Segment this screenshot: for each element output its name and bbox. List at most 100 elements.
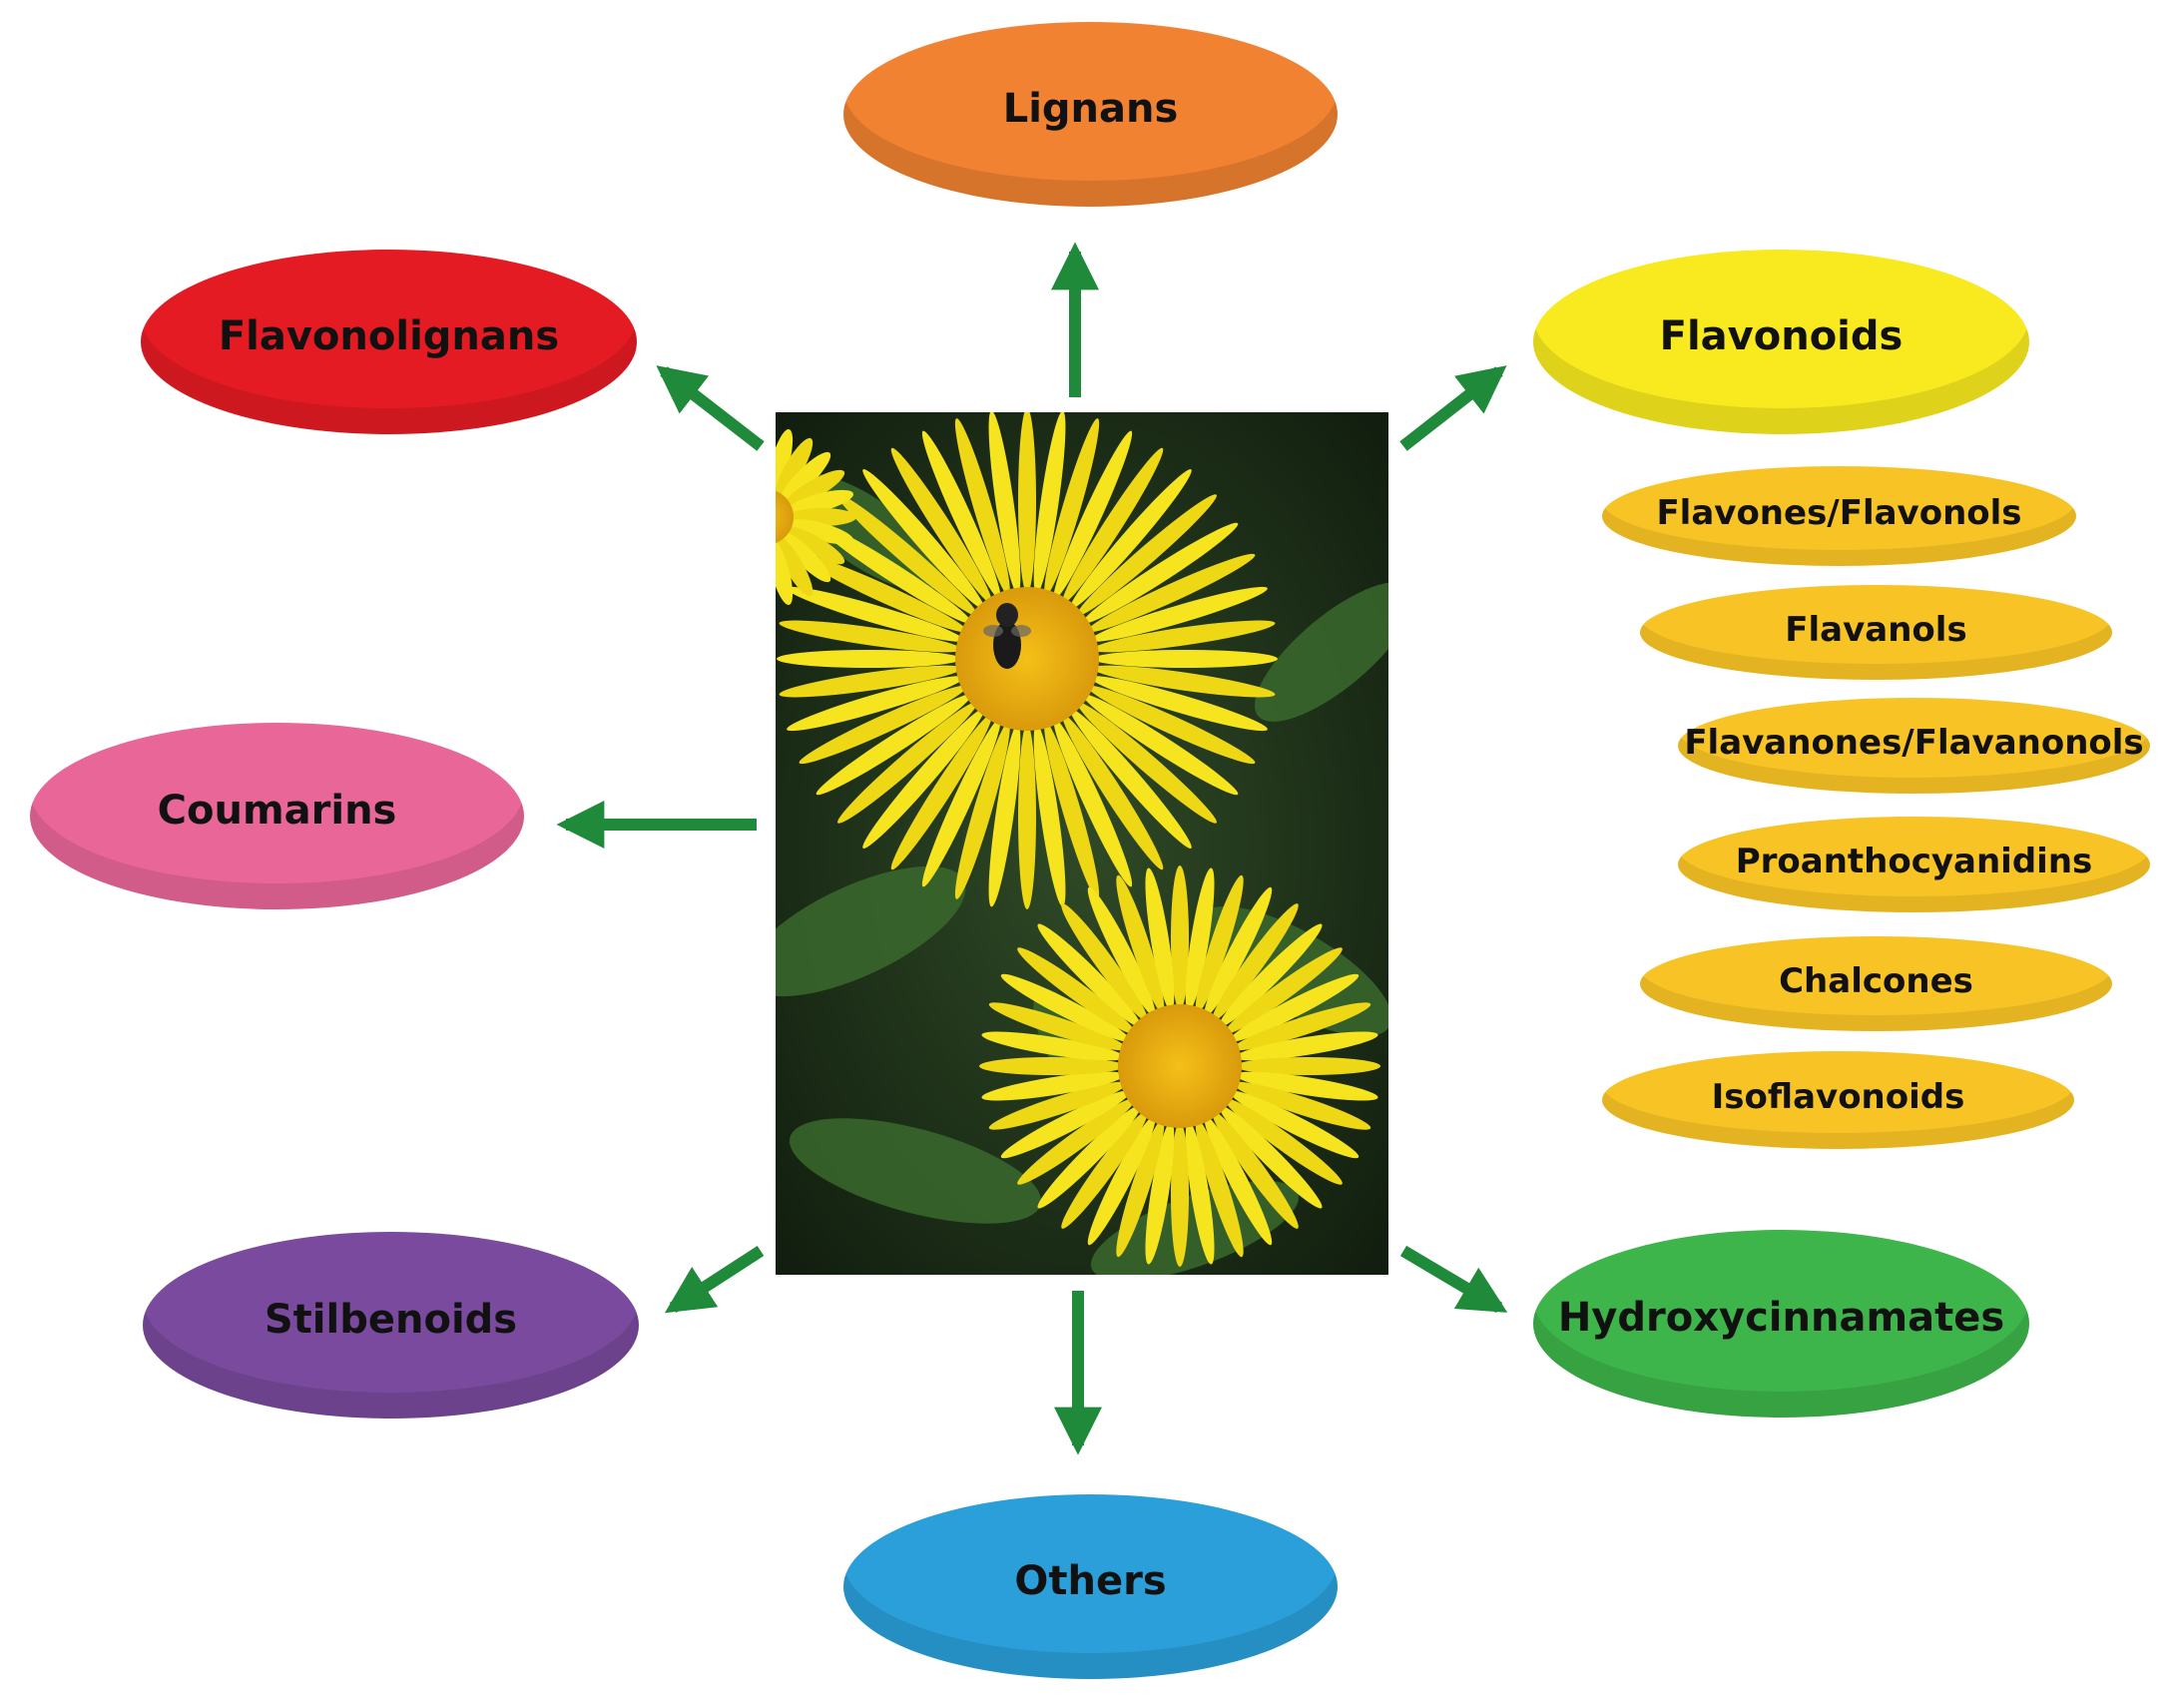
petal (776, 437, 814, 499)
petal (1225, 1098, 1343, 1185)
petal (1233, 1002, 1371, 1051)
subclass-label: Flavones/Flavonols (1656, 493, 2022, 533)
petal (799, 685, 968, 765)
petal (1195, 874, 1244, 1013)
petal (981, 1071, 1125, 1101)
subclass-label: Chalcones (1779, 960, 1973, 1001)
subclass-proanthocyanidins: Proanthocyanidins (1678, 817, 2150, 912)
petal (1092, 665, 1276, 698)
petal (921, 718, 1001, 887)
petal (1082, 694, 1239, 796)
petal (890, 447, 992, 604)
lignans-label: Lignans (1002, 85, 1179, 132)
subclass-label: Isoflavonoids (1711, 1077, 1965, 1117)
petal (988, 412, 1021, 594)
arrow-to-hydroxycinnamates (1399, 1245, 1508, 1314)
petal (1044, 722, 1100, 899)
hydroxycinnamates-label: Hydroxycinnamates (1557, 1295, 2005, 1341)
petal (1235, 1031, 1378, 1061)
petal (780, 531, 831, 583)
petal (921, 430, 1001, 600)
petal (1236, 1057, 1380, 1075)
petal (1185, 867, 1215, 1011)
petal (816, 694, 972, 796)
petal (1185, 1121, 1215, 1265)
petal (1017, 947, 1135, 1034)
petal (1229, 973, 1360, 1042)
category-flavonoids: Flavonoids (1533, 250, 2029, 434)
subclass-isoflavonoids: Isoflavonoids (1602, 1051, 2074, 1149)
petal (1171, 1122, 1189, 1267)
petal (777, 650, 961, 668)
petal (1093, 650, 1278, 668)
arrow-to-flavonolignans (656, 365, 765, 451)
petal (1225, 947, 1343, 1034)
subclass-chalcones: Chalcones (1640, 936, 2112, 1031)
flower-disk (1118, 1004, 1242, 1128)
petal (1086, 685, 1256, 765)
category-lignans: Lignans (843, 22, 1338, 207)
flower-top (777, 412, 1278, 909)
petal (1033, 412, 1066, 594)
subclass-flavanones-flavanonols: Flavanones/Flavanonols (1678, 698, 2150, 794)
petal (862, 708, 985, 849)
petal (816, 522, 972, 624)
petal (1145, 1121, 1175, 1265)
petal (1087, 886, 1156, 1017)
petal (1018, 725, 1036, 909)
petal (1116, 1119, 1165, 1258)
flower-bottom (979, 865, 1380, 1267)
petal (979, 1057, 1124, 1075)
subclass-label: Proanthocyanidins (1735, 842, 2093, 881)
flower-disk (776, 490, 794, 544)
category-stilbenoids: Stilbenoids (143, 1232, 639, 1419)
petal (776, 535, 814, 597)
petal (1090, 586, 1268, 642)
petal (1219, 923, 1323, 1027)
petal (787, 519, 853, 545)
petal (779, 665, 962, 698)
petal (1062, 447, 1164, 604)
others-label: Others (1014, 1557, 1167, 1604)
arrow-to-flavonoids (1399, 365, 1507, 451)
petal (1145, 867, 1175, 1011)
petal (799, 553, 968, 633)
coumarins-label: Coumarins (157, 787, 397, 834)
subclass-label: Flavanones/Flavanonols (1684, 723, 2144, 763)
petal (1233, 1081, 1371, 1130)
petal (1076, 701, 1217, 824)
petal (954, 722, 1010, 899)
petal (1212, 1111, 1299, 1229)
petal (837, 701, 978, 824)
petal (1076, 494, 1217, 617)
petal (862, 469, 985, 610)
petal (1082, 522, 1239, 624)
petal (1204, 1115, 1273, 1246)
petal (1069, 708, 1192, 849)
petal (1116, 874, 1165, 1013)
petal (981, 1031, 1125, 1061)
category-coumarins: Coumarins (30, 723, 524, 909)
petal (1037, 923, 1141, 1027)
petal (1204, 886, 1273, 1017)
petal (1235, 1071, 1378, 1101)
petal (890, 714, 992, 870)
petal (1033, 724, 1066, 907)
flower-photo (776, 412, 1388, 1275)
petal (1037, 1105, 1141, 1209)
category-hydroxycinnamates: Hydroxycinnamates (1533, 1230, 2029, 1418)
petal (1062, 714, 1164, 870)
petal (988, 1081, 1127, 1130)
petal (1092, 620, 1276, 653)
subclass-label: Flavanols (1785, 609, 1967, 650)
petal (1061, 1111, 1148, 1229)
petal (784, 469, 845, 508)
petal (1000, 973, 1131, 1042)
petal (776, 538, 794, 605)
petal (1086, 553, 1256, 633)
arrow-to-stilbenoids (664, 1245, 765, 1314)
petal (1053, 718, 1133, 887)
petal (787, 586, 964, 642)
